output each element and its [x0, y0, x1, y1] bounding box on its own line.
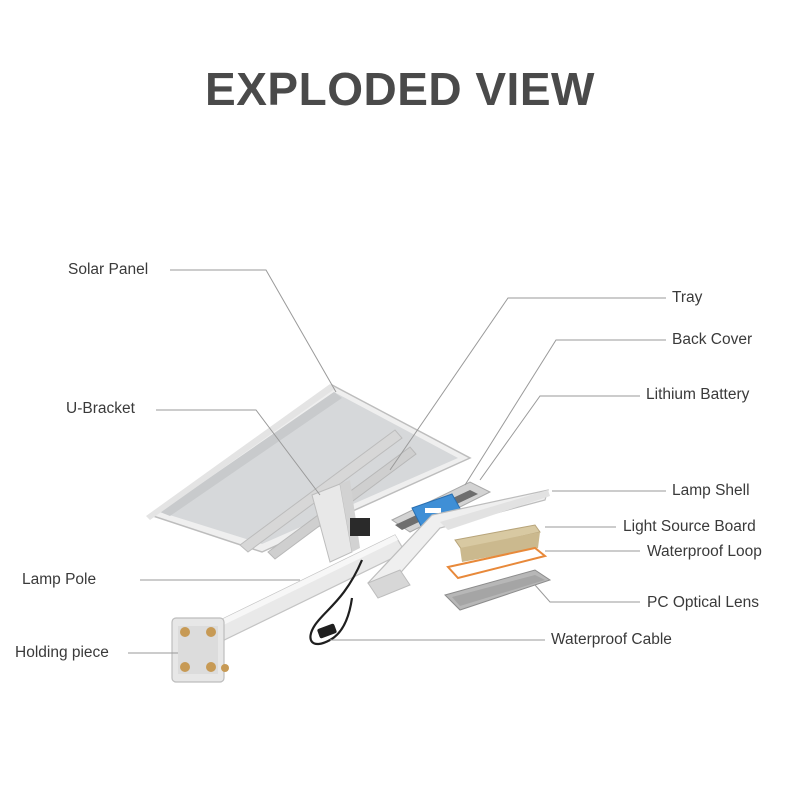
- label-lamp-pole: Lamp Pole: [22, 571, 97, 588]
- leader-lithium-battery: [479, 395, 640, 481]
- leader-lines: [128, 269, 666, 654]
- solar-panel-illustration: [146, 384, 472, 553]
- label-light-source-board: Light Source Board: [623, 518, 756, 535]
- leader-solar-panel: [170, 269, 337, 393]
- label-holding-piece: Holding piece: [15, 644, 109, 661]
- leader-back-cover: [464, 339, 666, 486]
- label-waterproof-cable: Waterproof Cable: [551, 631, 672, 648]
- label-back-cover: Back Cover: [672, 331, 753, 348]
- waterproof-loop-illustration: [446, 546, 548, 580]
- holding-piece-illustration: [171, 617, 229, 683]
- label-tray: Tray: [672, 289, 703, 306]
- label-lithium-battery: Lithium Battery: [646, 386, 750, 403]
- pc-optical-lens-illustration: [444, 569, 552, 611]
- leader-tray: [389, 297, 666, 471]
- leader-pc-optical-lens: [534, 584, 640, 603]
- page-title: EXPLODED VIEW: [205, 63, 595, 115]
- label-waterproof-loop: Waterproof Loop: [647, 543, 762, 560]
- leader-u-bracket: [156, 409, 321, 496]
- lamp-shell-illustration: [367, 489, 550, 599]
- label-lamp-shell: Lamp Shell: [672, 482, 750, 499]
- waterproof-cable-illustration: [309, 559, 364, 646]
- label-pc-optical-lens: PC Optical Lens: [647, 594, 759, 611]
- light-source-board-illustration: [454, 524, 541, 562]
- label-u-bracket: U-Bracket: [66, 400, 135, 417]
- u-bracket-illustration: [311, 480, 370, 563]
- label-solar-panel: Solar Panel: [68, 261, 149, 278]
